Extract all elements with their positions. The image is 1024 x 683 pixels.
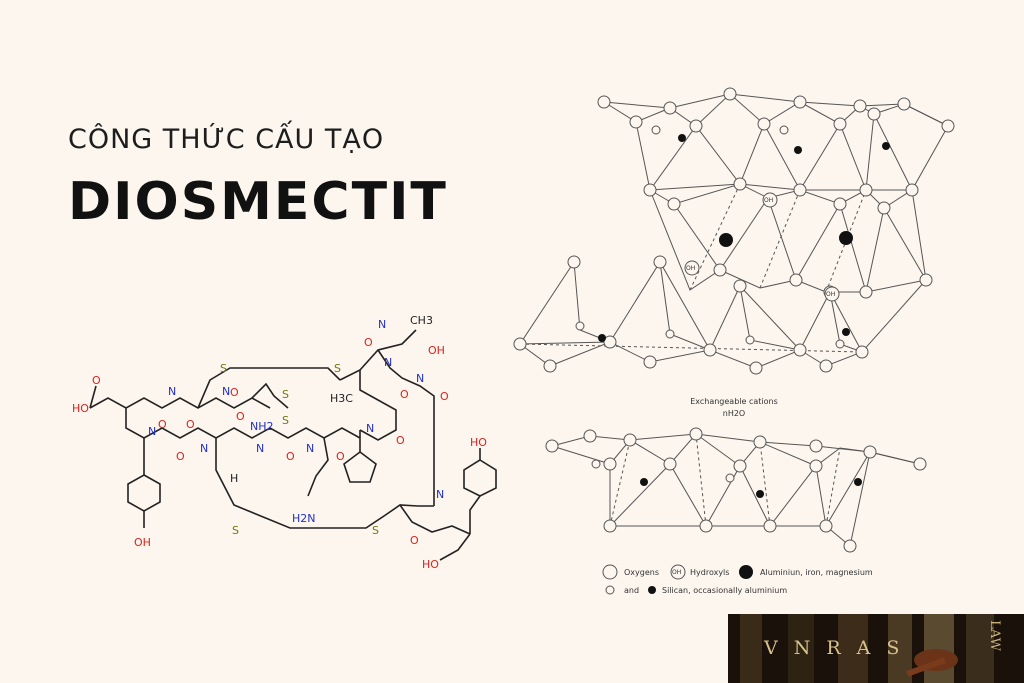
s-label: S bbox=[232, 524, 239, 537]
s-label: S bbox=[282, 388, 289, 401]
n-label: N bbox=[378, 318, 386, 331]
legend-oxygens: Oxygens bbox=[624, 568, 659, 577]
exchangeable-cations-label: Exchangeable cations bbox=[690, 397, 778, 406]
o-acid-label: O bbox=[92, 374, 101, 387]
n-label: N bbox=[384, 356, 392, 369]
legend-hydroxyl-symbol: OH bbox=[672, 569, 681, 576]
o-label: O bbox=[176, 450, 185, 463]
o-label: O bbox=[400, 388, 409, 401]
n-label: N bbox=[256, 442, 264, 455]
s-label: S bbox=[282, 414, 289, 427]
logo-law: LAW bbox=[987, 620, 1003, 651]
o-label: O bbox=[396, 434, 405, 447]
o-label: O bbox=[236, 410, 245, 423]
vnras-logo: VNRAS LAW bbox=[728, 614, 1024, 683]
o-label: O bbox=[336, 450, 345, 463]
n-label: N bbox=[200, 442, 208, 455]
water-label: nH2O bbox=[723, 409, 745, 418]
o-label: O bbox=[286, 450, 295, 463]
s-label: S bbox=[334, 362, 341, 375]
ho-bottom-label: HO bbox=[422, 558, 439, 571]
clay-structure-diagram: OH OH OH Exchangeable cations nH2O Oxyge… bbox=[513, 87, 955, 595]
n-label: N bbox=[366, 422, 374, 435]
legend-hydroxyls: Hydroxyls bbox=[690, 568, 729, 577]
oh-label: OH bbox=[686, 265, 695, 272]
bookshelf-image bbox=[728, 614, 1024, 683]
o-label: O bbox=[364, 336, 373, 349]
h2n-label: H2N bbox=[292, 512, 316, 525]
s-label: S bbox=[372, 524, 379, 537]
h3c-label: H3C bbox=[330, 392, 353, 405]
o-label: O bbox=[410, 534, 419, 547]
n-label: N bbox=[222, 385, 230, 398]
n-label: N bbox=[436, 488, 444, 501]
logo-brand: VNRAS bbox=[764, 637, 916, 659]
ch3-label: CH3 bbox=[410, 314, 433, 327]
o-label: O bbox=[440, 390, 449, 403]
o-label: O bbox=[230, 386, 239, 399]
n-label: N bbox=[416, 372, 424, 385]
s-label: S bbox=[220, 362, 227, 375]
legend-and: and bbox=[624, 586, 639, 595]
nh2-label: NH2 bbox=[250, 420, 274, 433]
page-subtitle: CÔNG THỨC CẤU TẠO bbox=[68, 124, 385, 155]
oh-label: OH bbox=[826, 291, 835, 298]
h-label: H bbox=[230, 472, 238, 485]
page-title: DIOSMECTIT bbox=[68, 172, 448, 232]
legend: Oxygens OH Hydroxyls Aluminiun, iron, ma… bbox=[602, 564, 873, 595]
o-label: O bbox=[158, 418, 167, 431]
oh-label: OH bbox=[764, 197, 773, 204]
n-label: N bbox=[306, 442, 314, 455]
ho-right-label: HO bbox=[470, 436, 487, 449]
legend-aluminium: Aluminiun, iron, magnesium bbox=[760, 568, 873, 577]
n-label: N bbox=[148, 425, 156, 438]
n-label: N bbox=[168, 385, 176, 398]
oh-left-label: OH bbox=[134, 536, 151, 549]
oh-top-label: OH bbox=[428, 344, 445, 357]
o-label: O bbox=[186, 418, 195, 431]
ho-acid-label: HO bbox=[72, 402, 89, 415]
peptide-structure-diagram: N N N N N N N N N N N HO O O O O O O O O… bbox=[72, 314, 497, 571]
legend-silican: Silican, occasionally aluminium bbox=[662, 586, 787, 595]
